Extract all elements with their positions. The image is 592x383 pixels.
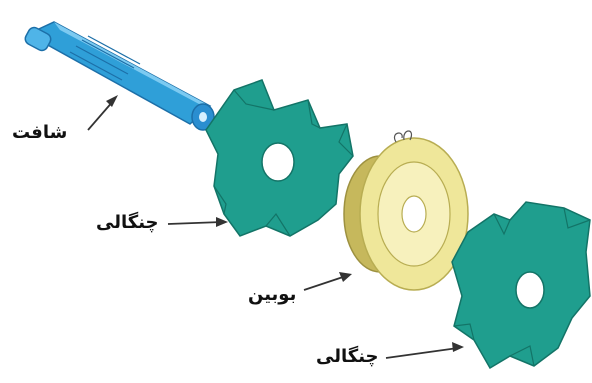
claw-pole-lower-label: چنگالی (316, 348, 379, 366)
claw-pole-lower (452, 202, 590, 368)
bobbin-arrow (304, 272, 352, 290)
claw-pole-lower-arrow (386, 342, 464, 358)
bobbin-label: بوبین (248, 286, 296, 304)
claw-pole-upper-label: چنگالی (96, 214, 159, 232)
shaft-arrow (88, 95, 118, 130)
claw-pole-upper (206, 80, 353, 236)
shaft-part (23, 22, 214, 130)
bobbin-part (344, 131, 468, 290)
shaft-label: شافت (12, 124, 67, 142)
claw-pole-upper-arrow (168, 217, 228, 227)
